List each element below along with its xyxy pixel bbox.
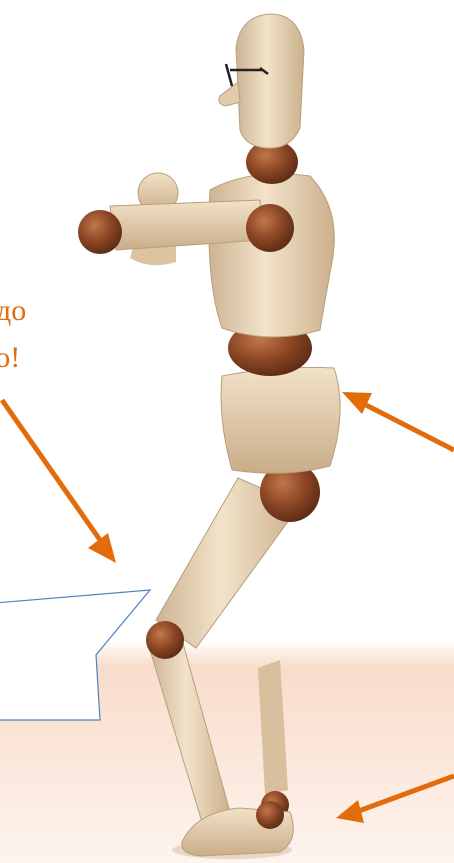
caption-line-2: до! <box>0 340 20 376</box>
arrow-to-pelvis <box>360 402 454 450</box>
pelvis <box>221 367 340 473</box>
torso <box>209 174 335 337</box>
ankle-joint <box>256 801 284 829</box>
arrow-to-knee <box>2 400 100 540</box>
knee-joint <box>146 621 184 659</box>
hand-joint <box>78 210 122 254</box>
caption-line-1: до <box>0 293 26 329</box>
shoulder-joint <box>246 204 294 252</box>
